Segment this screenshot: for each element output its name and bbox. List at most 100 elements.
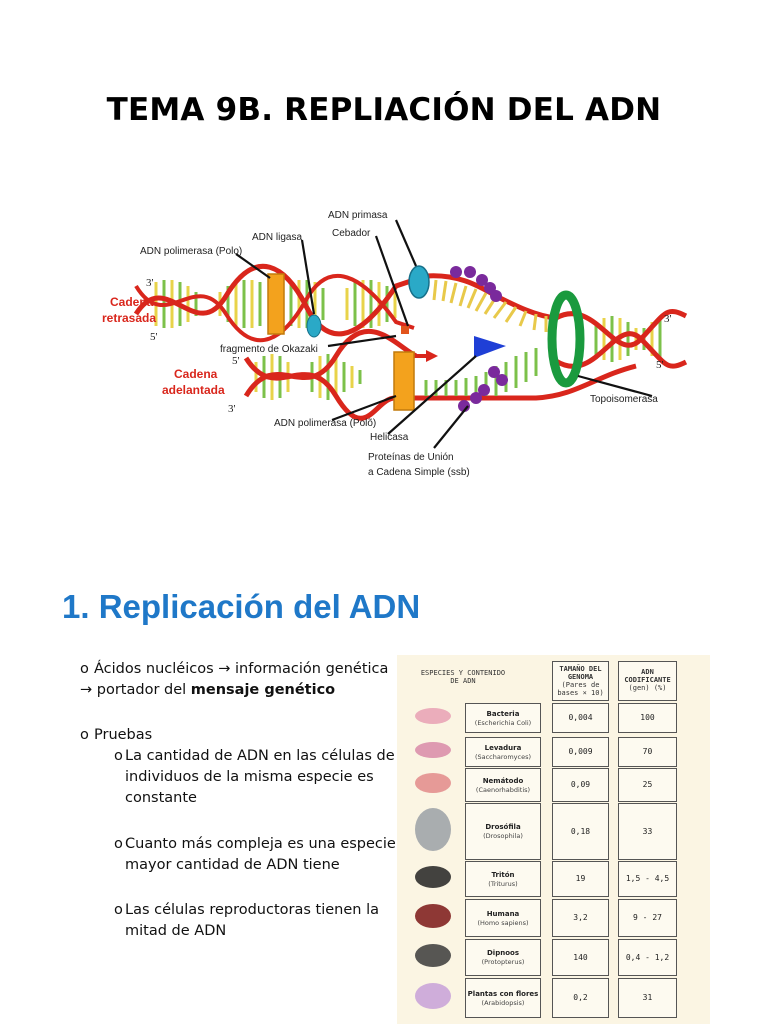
table-row-species: Plantas con flores(Arabidopsis) (465, 978, 541, 1018)
section-heading: 1. Replicación del ADN (62, 588, 421, 625)
ssb-proteins (450, 266, 508, 412)
species-name: Plantas con flores (467, 989, 539, 998)
right-strand-a (554, 309, 688, 348)
coding-dna-value: 25 (618, 768, 677, 802)
species-name: Drosófila (485, 823, 521, 831)
label-retrasada-line2: retrasada (102, 311, 156, 325)
ligase (306, 314, 322, 338)
lower-strand-b (243, 356, 637, 421)
lower-duplex-rungs (254, 354, 362, 400)
text-sub1-l3: constante (125, 790, 197, 806)
polymerase-top (267, 273, 285, 335)
leader-lines (235, 219, 653, 449)
species-name: Bacteria (486, 709, 520, 718)
species-name: Dipnoos (487, 949, 519, 957)
sub-bullet-marker: o (114, 836, 123, 852)
bullet-marker: o (80, 727, 89, 743)
species-illustration-icon (407, 863, 459, 891)
label-primasa: ADN primasa (328, 210, 388, 221)
prime-5-top-left: 5' (150, 331, 158, 343)
bullet-marker: o (80, 661, 89, 677)
right-strand-b (554, 331, 688, 369)
bullet-acidos: o Ácidos nucléicos → información genética (80, 659, 388, 680)
dna-replication-diagram: ADN primasa Cebador ADN ligasa ADN polim… (102, 210, 688, 478)
genome-size-value: 0,18 (552, 803, 609, 860)
species-illustration-icon (407, 739, 459, 761)
page-title: TEMA 9B. REPLIACIÓN DEL ADN (106, 92, 662, 128)
species-scientific-name: (Arabidopsis) (481, 998, 525, 1007)
text-sub2-l2: mayor cantidad de ADN tiene (125, 857, 340, 873)
species-name: Nemátodo (482, 776, 524, 785)
label-okazaki: fragmento de Okazaki (220, 344, 318, 355)
coding-dna-value: 100 (618, 703, 677, 733)
coding-dna-value: 33 (618, 803, 677, 860)
right-duplex-rungs (594, 316, 662, 362)
label-ssb-line2: a Cadena Simple (ssb) (368, 467, 470, 478)
prime-5-right: 5' (656, 359, 664, 371)
polymerase-bottom (393, 351, 415, 411)
coding-dna-value: 9 - 27 (618, 899, 677, 937)
table-row-species: Bacteria(Escherichia Coli) (465, 703, 541, 733)
helicase (474, 336, 506, 358)
coding-dna-value: 70 (618, 737, 677, 767)
species-illustration-icon (407, 770, 459, 796)
genome-size-value: 19 (552, 861, 609, 897)
genome-size-value: 0,004 (552, 703, 609, 733)
label-ssb-line1: Proteínas de Unión (368, 452, 454, 463)
species-scientific-name: (Escherichia Coli) (474, 718, 532, 727)
table-row-species: Levadura(Saccharomyces) (465, 737, 541, 767)
species-illustration-icon (407, 941, 459, 970)
sub-bullet-marker: o (114, 748, 123, 764)
species-name: Levadura (484, 743, 522, 752)
species-name: Tritón (491, 870, 515, 879)
label-adelantada-line2: adelantada (162, 383, 225, 397)
genome-size-value: 0,09 (552, 768, 609, 802)
genome-size-value: 140 (552, 939, 609, 976)
header-size: TAMAÑO DEL GENOMA (Pares de bases × 10) (552, 661, 609, 701)
text-sub1-l1: La cantidad de ADN en las células de (125, 748, 395, 764)
table-row-species: Tritón(Triturus) (465, 861, 541, 897)
label-adelantada-line1: Cadena (174, 367, 218, 381)
species-name: Humana (486, 909, 520, 918)
bullet-pruebas: o Pruebas (80, 725, 152, 746)
species-illustration-icon (407, 705, 459, 727)
label-polimerasa-top: ADN polimerasa (Polo) (140, 246, 242, 257)
upper-lagging-strand (134, 273, 415, 343)
primase (408, 265, 430, 299)
primer (401, 326, 409, 334)
lower-strand-a (243, 329, 418, 398)
species-scientific-name: (Saccharomyces) (474, 752, 532, 761)
text-sub2-l1: Cuanto más compleja es una especie (125, 836, 396, 852)
table-row-species: Dipnoos(Protopterus) (465, 939, 541, 976)
text-acidos: Ácidos nucléicos → información genética (94, 661, 389, 677)
prime-3-bottom-left: 3' (228, 403, 236, 415)
coding-dna-value: 0,4 - 1,2 (618, 939, 677, 976)
text-pruebas: Pruebas (94, 727, 153, 743)
table-row-species: Nemátodo(Caenorhabditis) (465, 768, 541, 802)
header-coding: ADN CODIFICANTE (gen) (%) (618, 661, 677, 701)
label-ligasa: ADN ligasa (252, 232, 302, 243)
text-sub3-l1: Las células reproductoras tienen la (125, 902, 379, 918)
label-helicasa: Helicasa (370, 432, 409, 443)
label-polimerasa-bottom: ADN polimerasa (Polõ) (274, 418, 376, 429)
coding-dna-value: 1,5 - 4,5 (618, 861, 677, 897)
label-topoisomerasa: Topoisomerasa (590, 394, 658, 405)
text-mensaje-genetico: mensaje genético (190, 682, 336, 698)
species-scientific-name: (Caenorhabditis) (475, 785, 531, 794)
coding-dna-value: 31 (618, 978, 677, 1018)
table-row-species: Humana(Homo sapiens) (465, 899, 541, 937)
text-sub1-l2: individuos de la misma especie es (125, 769, 374, 785)
species-scientific-name: (Homo sapiens) (477, 918, 529, 927)
topoisomerase (547, 290, 585, 388)
upper-fork-teeth (432, 279, 548, 332)
species-scientific-name: (Drosophila) (483, 832, 523, 840)
label-retrasada-line1: Cadena (110, 295, 154, 309)
prime-3-top-left: 3' (146, 277, 154, 289)
species-illustration-icon (407, 901, 459, 931)
text-sub3-l2: mitad de ADN (125, 923, 227, 939)
